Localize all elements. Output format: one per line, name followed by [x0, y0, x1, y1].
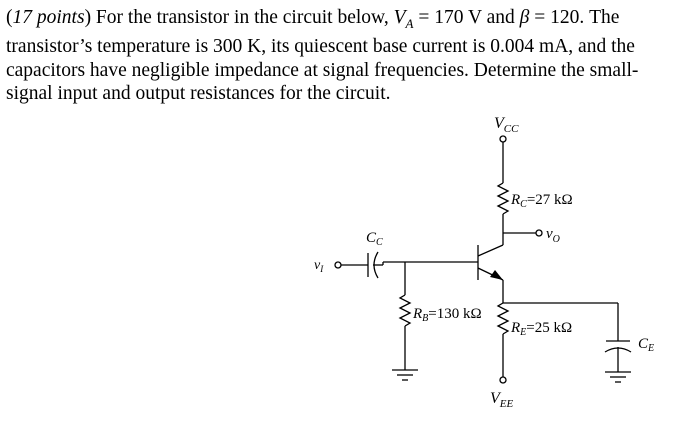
rc-resistor-symbol — [496, 182, 510, 215]
vcc-terminal — [499, 135, 507, 143]
vo-label: vO — [546, 226, 560, 245]
text-segment: = 120. The — [529, 7, 620, 28]
text-segment: = 170 V and — [413, 7, 520, 28]
vo-terminal — [535, 229, 543, 237]
emitter-arrow — [490, 270, 503, 280]
ce-label: CE — [638, 336, 654, 354]
vi-terminal — [334, 261, 342, 269]
problem-line-1: (17 points) For the transistor in the ci… — [6, 6, 678, 35]
italic-term: β — [519, 7, 530, 28]
subscript: A — [405, 15, 414, 31]
text-segment: capacitors have negligible impedance at … — [6, 59, 639, 81]
italic-term: V — [393, 7, 406, 28]
italic-term: 17 points — [12, 7, 85, 28]
cc-label: CC — [366, 230, 383, 248]
text-segment: signal input and output resistances for … — [6, 83, 391, 105]
vi-label: vI — [314, 258, 324, 274]
vee-label: VEE — [490, 390, 514, 410]
text-segment: ( — [6, 7, 13, 28]
rb-label: RB=130 kΩ — [412, 306, 482, 324]
problem-line-3: capacitors have negligible impedance at … — [6, 59, 678, 83]
problem-statement: (17 points) For the transistor in the ci… — [6, 6, 678, 106]
vee-terminal — [499, 376, 507, 384]
text-segment: ) For the transistor in the circuit belo… — [84, 7, 394, 28]
rc-label: RC=27 kΩ — [510, 192, 573, 210]
vcc-label: VCC — [494, 115, 519, 135]
problem-line-2: transistor’s temperature is 300 K, its q… — [6, 35, 678, 59]
re-label: RE=25 kΩ — [510, 320, 572, 338]
problem-line-4: signal input and output resistances for … — [6, 82, 678, 106]
text-segment: transistor’s temperature is 300 K, its q… — [6, 36, 635, 58]
transistor-collector-lead — [477, 244, 504, 257]
rb-resistor-symbol — [398, 294, 412, 327]
re-resistor-symbol — [496, 302, 510, 335]
